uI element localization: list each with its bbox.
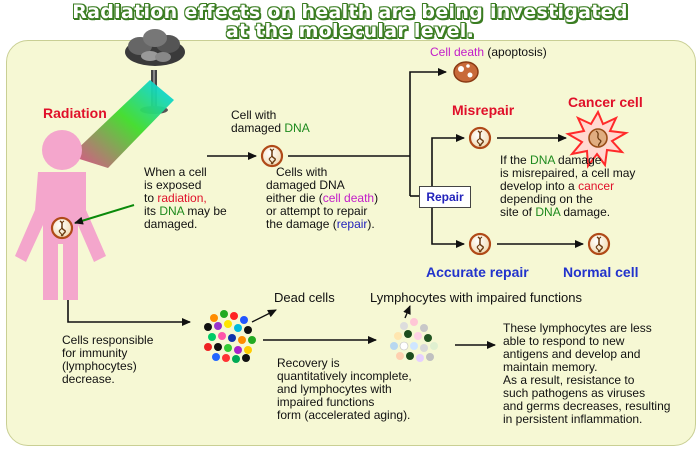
misrepair-text-line-3: develop into a cancer (500, 179, 615, 193)
misrepair-text-line-5: site of DNA damage. (500, 205, 611, 219)
exposure-text-line-4: its DNA may be (144, 204, 227, 218)
immunity-text-line-2: for immunity (62, 346, 128, 360)
die-text-line-1: Cells with (276, 165, 328, 179)
immunity-text-line-4: decrease. (62, 372, 115, 386)
die-text-line-5: the damage (repair). (266, 217, 375, 231)
repair-box: Repair (419, 186, 471, 208)
branch-to-cell-death (409, 68, 447, 156)
outcome-text-line-6: such pathogens as viruses (503, 386, 646, 400)
recovery-text-line-2: quantitatively incomplete, (277, 369, 412, 383)
exposure-text-line-3: to radiation, (144, 191, 207, 205)
lymphocytes-impaired-label: Lymphocytes with impaired functions (370, 290, 582, 305)
cell-with-label: Cell with (231, 108, 277, 122)
normal-cell-label: Normal cell (563, 264, 639, 280)
dead-cells-label: Dead cells (274, 290, 335, 305)
mushroom-cloud-icon (125, 29, 185, 114)
dna-cell-icon-misrepaired (468, 126, 492, 150)
die-text-line-4: or attempt to repair (266, 204, 368, 218)
lymphocytes-cluster-icon (390, 318, 438, 362)
title-line-2: at the molecular level. (225, 20, 475, 42)
cell-death-label: Cell death (apoptosis) (430, 45, 547, 59)
outcome-text-line-7: and germs decreases, resulting (503, 399, 671, 413)
exposure-text-line-5: damaged. (144, 217, 198, 231)
radiation-label: Radiation (43, 105, 107, 121)
damaged-dna-label: damaged DNA (231, 121, 310, 135)
arrow-to-dead-cells (67, 300, 191, 326)
misrepair-text-line-1: If the DNA damage (500, 153, 602, 167)
dead-cells-cluster-icon (204, 310, 256, 363)
arrow-lymphocytes-label (403, 305, 411, 319)
outcome-text-line-4: maintain memory. (503, 360, 598, 374)
cancer-cell-icon (565, 109, 630, 169)
misrepair-text-line-2: is misrepaired, a cell may (500, 166, 636, 180)
outcome-text-line-2: able to respond to new (503, 334, 625, 348)
die-text-line-3: either die (cell death) (266, 191, 379, 205)
recovery-text-line-5: form (accelerated aging). (277, 408, 411, 422)
immunity-text-line-1: Cells responsible (62, 333, 154, 347)
arrow-dead-cells-label (251, 309, 277, 323)
immunity-text-line-3: (lymphocytes) (62, 359, 137, 373)
misrepair-text-line-4: depending on the (500, 192, 593, 206)
dna-cell-icon-body (50, 216, 74, 240)
title-line-1: Radiation effects on health are being in… (72, 1, 628, 23)
exposure-text-line-1: When a cell (144, 165, 207, 179)
repair-to-misrepair (431, 134, 465, 186)
exposure-pointer-line (74, 204, 135, 225)
accurate-repair-label: Accurate repair (426, 264, 529, 280)
cancer-cell-label: Cancer cell (568, 94, 643, 110)
exposure-text-line-2: is exposed (144, 178, 202, 192)
recovery-text-line-3: and lymphocytes with (277, 382, 392, 396)
misrepair-label: Misrepair (452, 102, 515, 118)
dna-cell-icon-normal (587, 232, 611, 256)
outcome-text-line-8: in persistent inflammation. (503, 412, 643, 426)
recovery-text-line-1: Recovery is (277, 356, 340, 370)
outcome-text-line-1: These lymphocytes are less (503, 321, 652, 335)
recovery-text-line-4: impaired functions (277, 395, 375, 409)
dna-cell-icon-damaged (260, 144, 284, 168)
die-text-line-2: damaged DNA (266, 178, 345, 192)
apoptotic-cell-icon (453, 61, 479, 83)
outcome-text-line-3: antigens and develop and (503, 347, 641, 361)
repair-to-accurate (431, 207, 465, 248)
radiation-beam-icon (70, 80, 174, 168)
dna-cell-icon-repaired (468, 232, 492, 256)
outcome-text-line-5: As a result, resistance to (503, 373, 635, 387)
